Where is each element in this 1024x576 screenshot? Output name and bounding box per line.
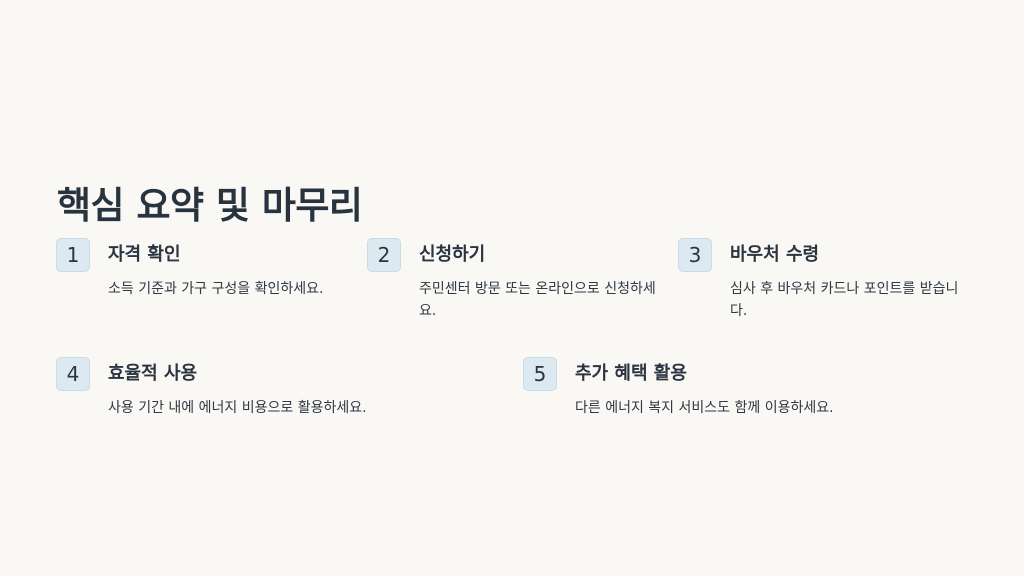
step-title: 자격 확인	[108, 244, 181, 265]
step-description: 사용 기간 내에 에너지 비용으로 활용하세요.	[108, 400, 367, 416]
step-description: 다른 에너지 복지 서비스도 함께 이용하세요.	[575, 400, 834, 416]
step-title: 추가 혜택 활용	[575, 363, 687, 384]
step-number-badge: 1	[56, 238, 90, 272]
page-title: 핵심 요약 및 마무리	[57, 183, 363, 227]
step-title: 신청하기	[419, 244, 486, 265]
step-title: 효율적 사용	[108, 363, 198, 384]
step-description: 주민센터 방문 또는 온라인으로 신청하세요.	[419, 281, 656, 319]
step-title: 바우처 수령	[730, 244, 820, 265]
step-number-badge: 4	[56, 357, 90, 391]
step-description: 심사 후 바우처 카드나 포인트를 받습니다.	[730, 281, 959, 319]
step-number-badge: 5	[523, 357, 557, 391]
step-number-badge: 2	[367, 238, 401, 272]
step-number-badge: 3	[678, 238, 712, 272]
step-description: 소득 기준과 가구 구성을 확인하세요.	[108, 281, 324, 297]
